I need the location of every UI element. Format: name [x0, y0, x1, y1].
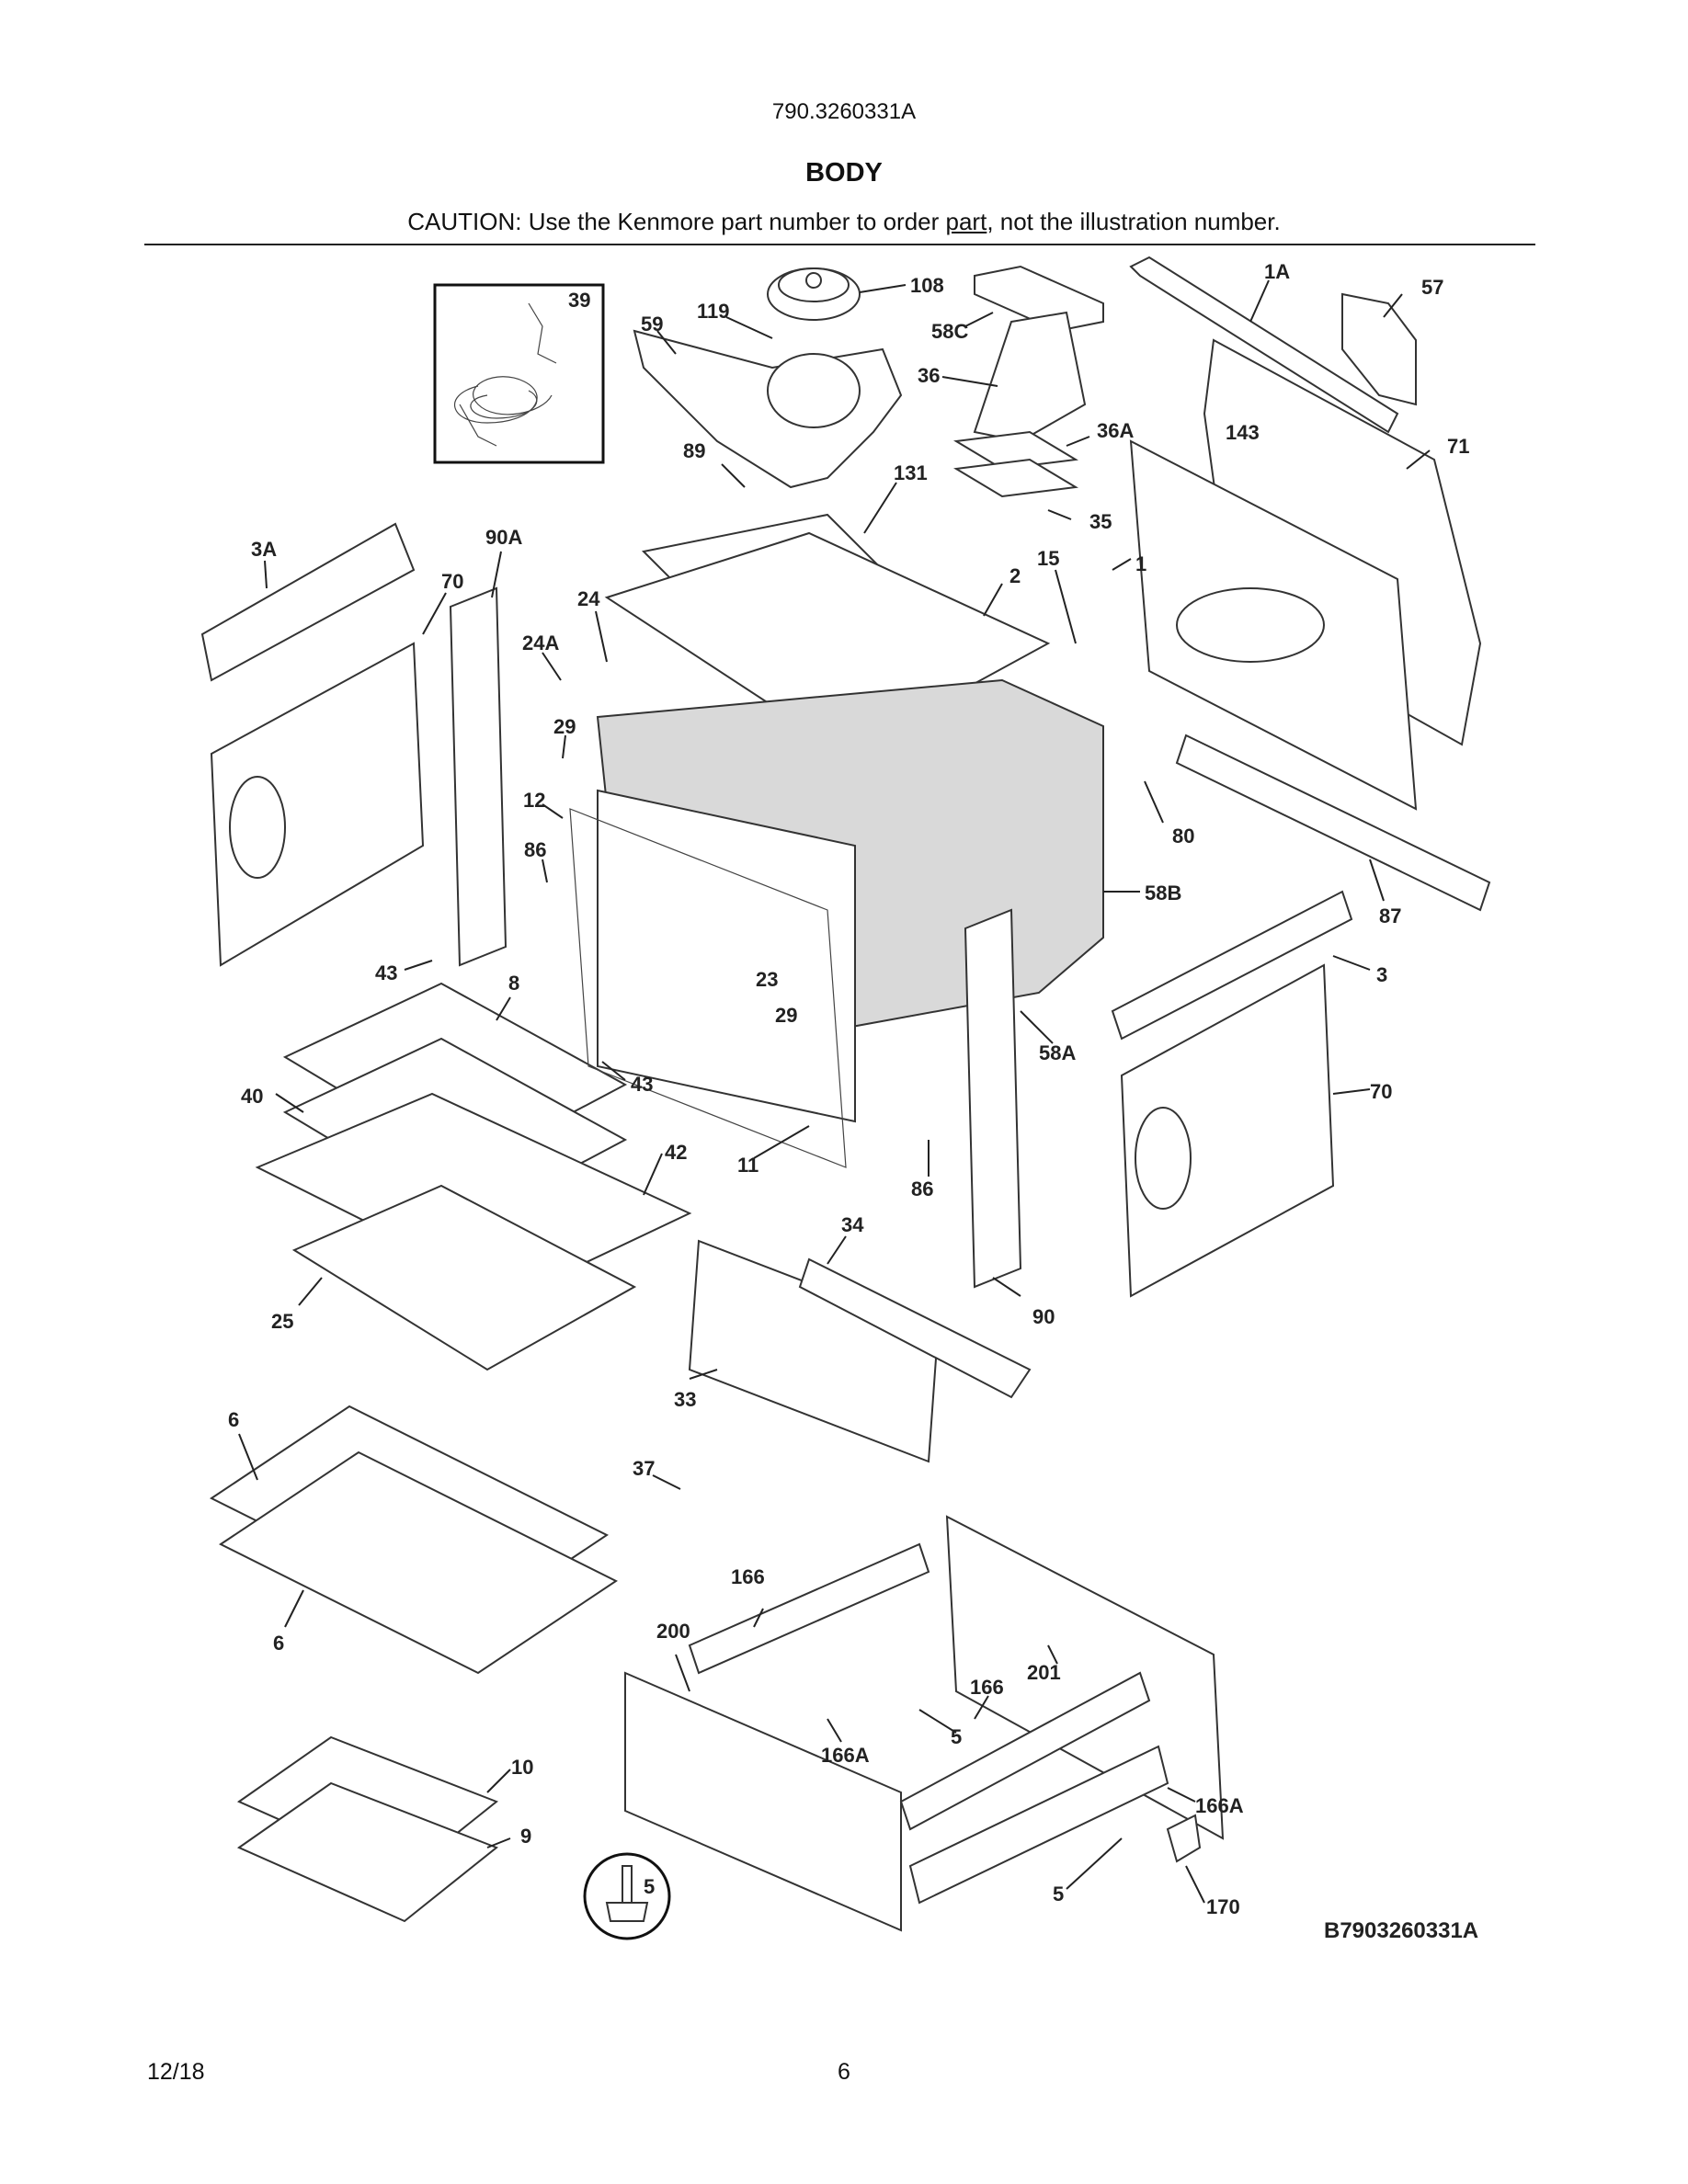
callout-131: 131 [894, 461, 928, 484]
callout-108: 108 [910, 274, 944, 297]
back-panel-71 [1203, 338, 1482, 746]
insulation-block-58C [974, 265, 1104, 333]
callout-59: 59 [641, 313, 663, 336]
callout-166A-right: 166A [1195, 1794, 1244, 1817]
callout-70-left: 70 [441, 570, 463, 593]
callout-10: 10 [511, 1756, 533, 1779]
callout-58C: 58C [931, 320, 968, 343]
vent-36 [953, 311, 1087, 498]
door-gasket-11 [569, 808, 847, 1168]
oven-bottom-trays [255, 982, 692, 1371]
callout-87: 87 [1379, 904, 1401, 927]
callout-35: 35 [1089, 510, 1112, 533]
callout-43-center: 43 [631, 1073, 653, 1096]
callout-1A: 1A [1264, 260, 1290, 283]
page-number: 6 [838, 2059, 850, 2085]
callout-6-upper: 6 [228, 1408, 239, 1431]
convection-fan-108 [767, 267, 861, 321]
leveling-leg-inset [583, 1852, 671, 1940]
callout-3A: 3A [251, 538, 277, 561]
callout-5-right: 5 [1053, 1883, 1064, 1905]
diagram-reference-code: B7903260331A [1324, 1918, 1478, 1943]
vent-panel-33 [688, 1239, 1032, 1463]
callout-143: 143 [1226, 421, 1260, 444]
callout-29-upper: 29 [553, 715, 576, 738]
callout-170: 170 [1206, 1895, 1240, 1918]
callout-9: 9 [520, 1825, 531, 1848]
callout-24: 24 [577, 587, 600, 610]
callout-11: 11 [737, 1154, 758, 1177]
callout-57: 57 [1421, 276, 1443, 299]
callout-86-lower: 86 [911, 1177, 933, 1200]
callout-25: 25 [271, 1310, 293, 1333]
callout-119: 119 [697, 300, 730, 323]
callout-70-right: 70 [1370, 1080, 1392, 1103]
callout-leaders [238, 279, 1431, 1904]
base-frame [624, 1515, 1225, 1932]
model-number: 790.3260331A [771, 99, 917, 124]
callout-43-left: 43 [375, 961, 397, 984]
callout-36: 36 [918, 364, 940, 387]
callout-80: 80 [1172, 825, 1194, 847]
callout-15: 15 [1037, 547, 1059, 570]
callout-24A: 24A [522, 631, 559, 654]
oven-racks-6 [210, 1405, 618, 1675]
callout-166A-left: 166A [821, 1744, 870, 1767]
callout-58A: 58A [1039, 1041, 1076, 1064]
right-side-panel [1111, 890, 1353, 1298]
power-cord-inset [433, 283, 605, 464]
broiler-pan [236, 1735, 498, 1923]
vent-duct-59 [633, 329, 903, 489]
caution-underlined-word: part [945, 208, 987, 235]
trim-90A [449, 586, 508, 967]
rear-wall-1 [1129, 439, 1418, 811]
cover-57 [1341, 292, 1417, 406]
callout-8: 8 [508, 972, 519, 995]
header-divider [144, 244, 1535, 245]
callout-90: 90 [1032, 1305, 1055, 1328]
callout-42: 42 [665, 1141, 687, 1164]
oven-cavity-wrap [596, 678, 1104, 1123]
callout-200: 200 [656, 1620, 690, 1643]
callout-1: 1 [1135, 552, 1146, 575]
section-title: BODY [805, 158, 883, 188]
callout-37: 37 [633, 1457, 655, 1480]
callout-23: 23 [756, 968, 778, 991]
rear-panel-1A [1129, 256, 1399, 434]
callout-29-lower: 29 [775, 1004, 797, 1027]
caution-prefix: CAUTION: Use the Kenmore part number to … [407, 208, 946, 235]
trim-90 [964, 908, 1022, 1289]
callout-89: 89 [683, 439, 705, 462]
callout-90A: 90A [485, 526, 522, 549]
left-side-panel [200, 522, 425, 967]
callout-5-inset: 5 [644, 1875, 655, 1898]
callout-71: 71 [1447, 435, 1469, 458]
callout-36A: 36A [1097, 419, 1134, 442]
callout-6-lower: 6 [273, 1632, 284, 1655]
callout-58B: 58B [1145, 882, 1181, 904]
callout-34: 34 [841, 1213, 864, 1236]
callout-labels: 39 108 119 59 58C 1A 57 36 36A 143 71 89… [228, 260, 1469, 1918]
bracket-170 [1166, 1814, 1202, 1863]
callout-166-right: 166 [970, 1676, 1004, 1699]
callout-40: 40 [241, 1085, 263, 1108]
footer-date: 12/18 [147, 2059, 205, 2085]
callout-33: 33 [674, 1388, 696, 1411]
callout-5-center: 5 [951, 1725, 962, 1748]
callout-39: 39 [568, 289, 590, 312]
caution-suffix: , not the illustration number. [987, 208, 1281, 235]
bracket-87 [1175, 734, 1491, 912]
callout-166-left: 166 [731, 1565, 765, 1588]
callout-2: 2 [1009, 564, 1021, 587]
callout-201: 201 [1027, 1661, 1061, 1684]
caution-note: CAUTION: Use the Kenmore part number to … [0, 208, 1688, 236]
callout-86-upper: 86 [524, 838, 546, 861]
callout-3: 3 [1376, 963, 1387, 986]
callout-12: 12 [523, 789, 545, 812]
